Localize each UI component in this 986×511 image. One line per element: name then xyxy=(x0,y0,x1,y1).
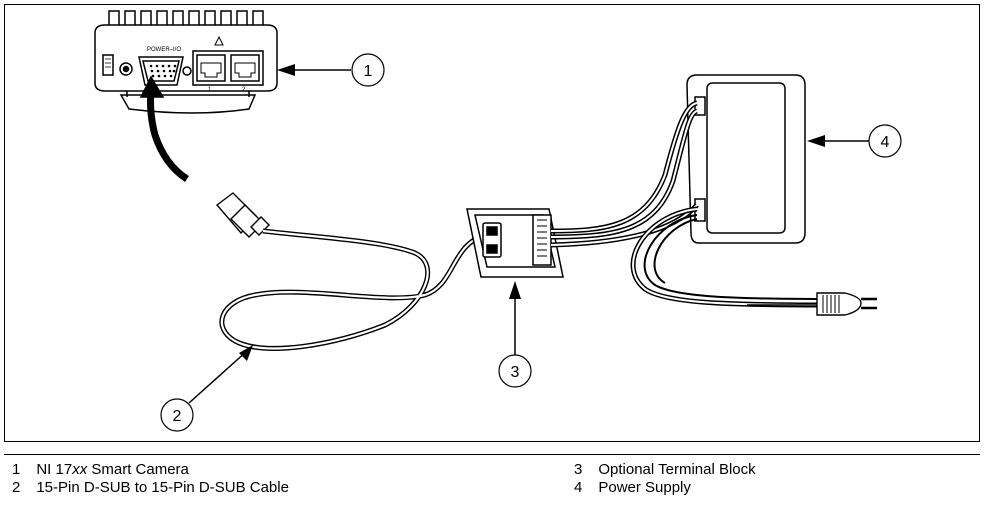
legend-num: 3 xyxy=(574,461,583,478)
camera-port1-label: 1 xyxy=(208,87,212,93)
legend-item-4: 4 Power Supply xyxy=(574,479,691,496)
dsub-cable-connector xyxy=(215,192,270,238)
dc-wires xyxy=(550,100,699,248)
legend-item-3: 3 Optional Terminal Block xyxy=(574,461,756,478)
callout-3 xyxy=(498,281,532,388)
legend-text: 15-Pin D-SUB to 15-Pin D-SUB Cable xyxy=(36,479,289,496)
power-supply xyxy=(686,74,806,244)
callout-4 xyxy=(807,124,902,158)
callout-2 xyxy=(160,345,253,432)
smart-camera xyxy=(94,10,278,182)
ac-power-cord xyxy=(630,206,826,308)
legend-num: 4 xyxy=(574,479,583,496)
dsub-cable xyxy=(215,192,486,351)
diagram-canvas: POWER–I/O 1 2 xyxy=(94,10,902,432)
legend-item-2: 2 15-Pin D-SUB to 15-Pin D-SUB Cable xyxy=(12,479,289,496)
callout-1 xyxy=(277,53,385,87)
camera-port2-label: 2 xyxy=(242,87,246,93)
camera-power-label: POWER–I/O xyxy=(147,47,181,53)
legend-text: Optional Terminal Block xyxy=(598,461,756,478)
callout-1-label: 1 xyxy=(364,63,373,80)
callout-2-label: 2 xyxy=(173,408,182,425)
legend-item-1: 1 NI 17xx Smart Camera xyxy=(12,461,189,478)
legend-text: NI 17xx Smart Camera xyxy=(36,461,189,478)
terminal-block xyxy=(466,208,564,278)
legend-num: 2 xyxy=(12,479,21,496)
legend: 1 NI 17xx Smart Camera 2 15-Pin D-SUB to… xyxy=(4,454,980,506)
callout-3-label: 3 xyxy=(511,364,520,381)
callout-4-label: 4 xyxy=(881,134,890,151)
wiring-diagram: POWER–I/O 1 2 xyxy=(4,4,980,442)
ac-plug xyxy=(816,292,877,316)
legend-num: 1 xyxy=(12,461,21,478)
legend-text: Power Supply xyxy=(598,479,691,496)
